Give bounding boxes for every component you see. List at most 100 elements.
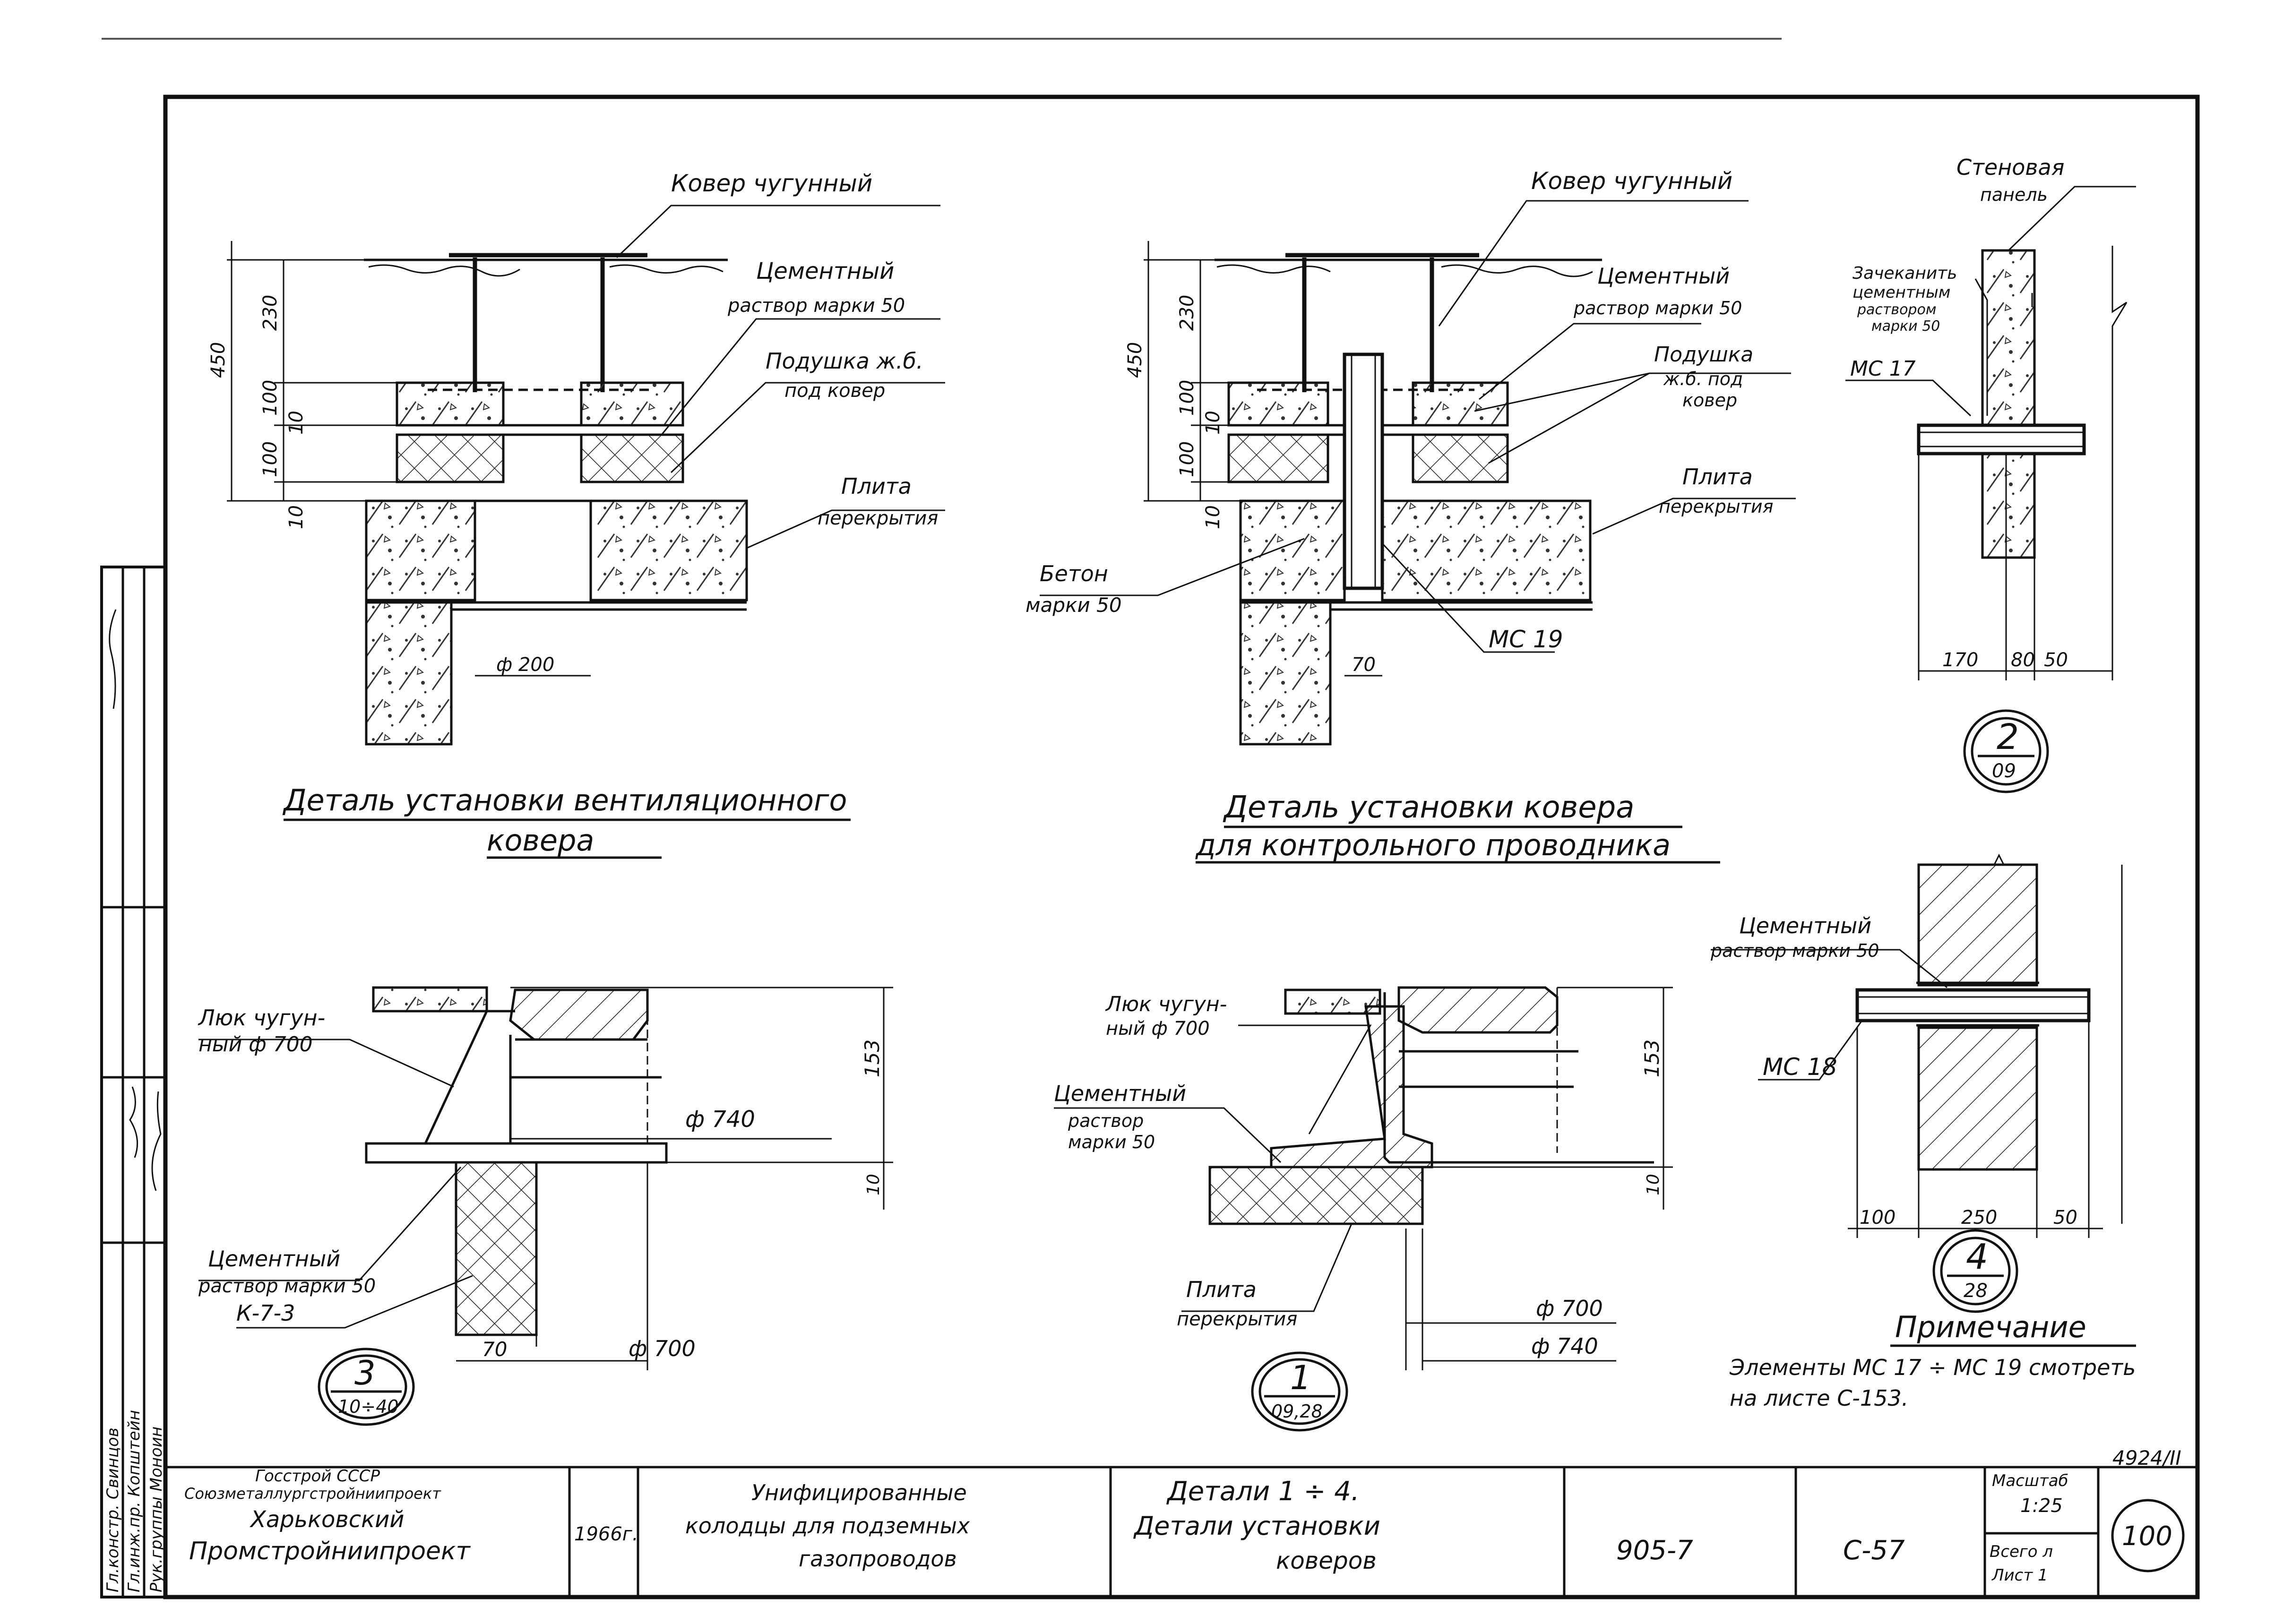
conductor-cushion-label-2: ж.б. под	[1663, 369, 1743, 389]
detail3-ring-label: К-7-3	[236, 1300, 295, 1326]
detail4-dim-2: 250	[1961, 1207, 1997, 1229]
detail2-panel-label-2: панель	[1980, 184, 2048, 205]
conductor-element-label: МС 19	[1489, 626, 1563, 653]
title-number-circle	[2111, 1499, 2185, 1572]
note: Примечание Элементы МС 17 ÷ МС 19 смотре…	[1729, 1310, 2136, 1411]
detail3-dim-width: 70	[482, 1338, 507, 1361]
detail1-mortar-label-2: раствор	[1068, 1110, 1144, 1131]
detail4-callout-ref: 28	[1964, 1280, 1988, 1302]
vent-mortar-label-1: Цементный	[756, 258, 894, 284]
detail3-hatch-label-1: Люк чугун-	[198, 1005, 325, 1031]
conductor-dim-width: 70	[1352, 654, 1376, 676]
vent-dim-total: 450	[207, 342, 229, 378]
detail3-callout	[318, 1348, 415, 1426]
detail2-element-label: МС 17	[1850, 357, 1916, 381]
conductor-concrete-label-1: Бетон	[1040, 561, 1108, 586]
title-scale-label: Масштаб	[1992, 1471, 2068, 1490]
vent-slab-label-2: перекрытия	[818, 507, 938, 529]
detail4-dim-1: 100	[1860, 1207, 1896, 1229]
detail2-dim-1: 170	[1942, 649, 1978, 671]
detail2-callout	[1963, 709, 2049, 793]
title-block: Госстрой СССР Союзметаллургстройниипроек…	[165, 1466, 2197, 1597]
conductor-mortar-label-1: Цементный	[1597, 263, 1730, 289]
vent-cover-label: Ковер чугунный	[671, 170, 872, 197]
detail2-callout-ref: 09	[1992, 760, 2016, 782]
detail3-dim-base: 10	[864, 1174, 883, 1195]
detail1-callout-num: 1	[1290, 1358, 1311, 1397]
detail2-dim-3: 50	[2044, 649, 2068, 671]
vent-dim-mid: 100	[259, 380, 281, 416]
detail-vent-cover: 450 230 100 10 100 10 ф 200 Ковер чугунн…	[207, 170, 945, 859]
title-sheet-2: Детали установки	[1133, 1511, 1380, 1541]
detail1-callout-ref: 09,28	[1271, 1401, 1323, 1422]
conductor-dim-gap: 10	[1202, 411, 1224, 435]
conductor-concrete-label-2: марки 50	[1025, 593, 1122, 617]
detail1-mortar-label-1: Цементный	[1054, 1081, 1186, 1106]
conductor-caption-2: для контрольного проводника	[1195, 828, 1671, 862]
conductor-dim-bottom: 100	[1176, 441, 1198, 477]
detail4-dim-3: 50	[2053, 1207, 2077, 1229]
detail3-hatch-label-2: ный ф 700	[198, 1032, 313, 1057]
note-title: Примечание	[1895, 1310, 2086, 1344]
title-series: 905-7	[1616, 1535, 1693, 1566]
detail-4: 100 250 50 Цементный раствор марки 50 МС…	[1710, 853, 2123, 1313]
note-line-1: Элементы МС 17 ÷ МС 19 смотреть	[1729, 1355, 2136, 1380]
detail3-mortar-label-1: Цементный	[208, 1246, 340, 1272]
side-stamp-row-1: Гл.констр. Свинцов	[103, 1427, 122, 1592]
vent-dim-bottom: 100	[259, 441, 281, 477]
vent-cushion-label-1: Подушка ж.б.	[766, 348, 923, 374]
vent-dim-gap: 10	[285, 411, 307, 435]
title-number: 100	[2122, 1521, 2172, 1552]
detail1-dim-dia-2: ф 740	[1531, 1333, 1598, 1359]
detail3-dim-dia-inner: ф 740	[685, 1106, 755, 1133]
title-project-1: Унифицированные	[751, 1480, 967, 1505]
detail2-seal-label-2: цементным	[1853, 283, 1950, 302]
vent-slab-label-1: Плита	[841, 473, 912, 499]
conductor-dim-base: 10	[1202, 505, 1224, 529]
conductor-cover-label: Ковер чугунный	[1531, 167, 1732, 195]
detail-conductor-cover: 450 230 100 10 100 10 70 Ковер чугунный …	[1025, 167, 1796, 864]
conductor-slab-label-2: перекрытия	[1659, 496, 1774, 517]
detail3-callout-num: 3	[354, 1354, 376, 1392]
detail1-callout	[1251, 1351, 1348, 1432]
detail3-dim-dia: ф 700	[629, 1336, 696, 1361]
detail3-callout-ref: 10÷40	[338, 1396, 399, 1417]
detail2-panel-label-1: Стеновая	[1956, 155, 2064, 180]
sheet-code: 4924/II	[2112, 1446, 2181, 1469]
detail2-dim-2: 80	[2011, 649, 2035, 671]
detail-2: 170 80 50 Стеновая панель Зачеканить цем…	[1845, 155, 2136, 793]
title-org-1: Госстрой СССР	[255, 1467, 380, 1486]
title-scale-value: 1:25	[2020, 1495, 2063, 1517]
conductor-mortar-label-2: раствор марки 50	[1573, 298, 1742, 318]
detail1-hatch-label-1: Люк чугун-	[1105, 992, 1227, 1016]
conductor-cushion-label-1: Подушка	[1654, 343, 1753, 367]
vent-dim-top: 230	[259, 295, 281, 331]
detail-3: 153 10 ф 740 70 ф 700 Люк чугун- ный ф 7…	[198, 986, 893, 1426]
conductor-slab-label-1: Плита	[1682, 464, 1753, 490]
title-year: 1966г.	[574, 1523, 638, 1545]
conductor-dim-total: 450	[1124, 342, 1146, 378]
title-org-4: Промстройниипроект	[189, 1537, 471, 1565]
vent-caption-1: Деталь установки вентиляционного	[282, 783, 847, 817]
vent-mortar-label-2: раствор марки 50	[727, 295, 905, 317]
detail1-dim-dia-1: ф 700	[1536, 1296, 1603, 1321]
note-line-2: на листе С-153.	[1730, 1385, 1908, 1411]
sleeve-ms18	[1855, 988, 2091, 1023]
detail-1: 153 10 ф 700 ф 740 Люк чугун- ный ф 700 …	[1054, 986, 1673, 1432]
detail1-slab-label-2: перекрытия	[1177, 1308, 1297, 1330]
title-project-2: колодцы для подземных	[685, 1513, 970, 1538]
detail4-mortar-label-2: раствор марки 50	[1710, 940, 1879, 961]
title-sheet-3: коверов	[1276, 1547, 1377, 1574]
side-stamp-row-3: Рук.группы Моноин	[147, 1426, 166, 1592]
vent-caption-2: ковера	[487, 823, 594, 858]
side-stamp: Гл.констр. Свинцов Гл.инж.пр. Копштейн Р…	[100, 566, 167, 1598]
detail1-dim-base: 10	[1644, 1174, 1663, 1195]
detail4-element-label: МС 18	[1763, 1053, 1837, 1081]
title-sheet-1: Детали 1 ÷ 4.	[1166, 1476, 1360, 1507]
title-total-label: Всего л	[1990, 1542, 2053, 1561]
conductor-cushion-label-3: ковер	[1682, 390, 1737, 411]
detail1-hatch-label-2: ный ф 700	[1106, 1018, 1210, 1040]
detail2-callout-num: 2	[1997, 717, 2019, 757]
detail1-slab-label-1: Плита	[1186, 1277, 1257, 1302]
